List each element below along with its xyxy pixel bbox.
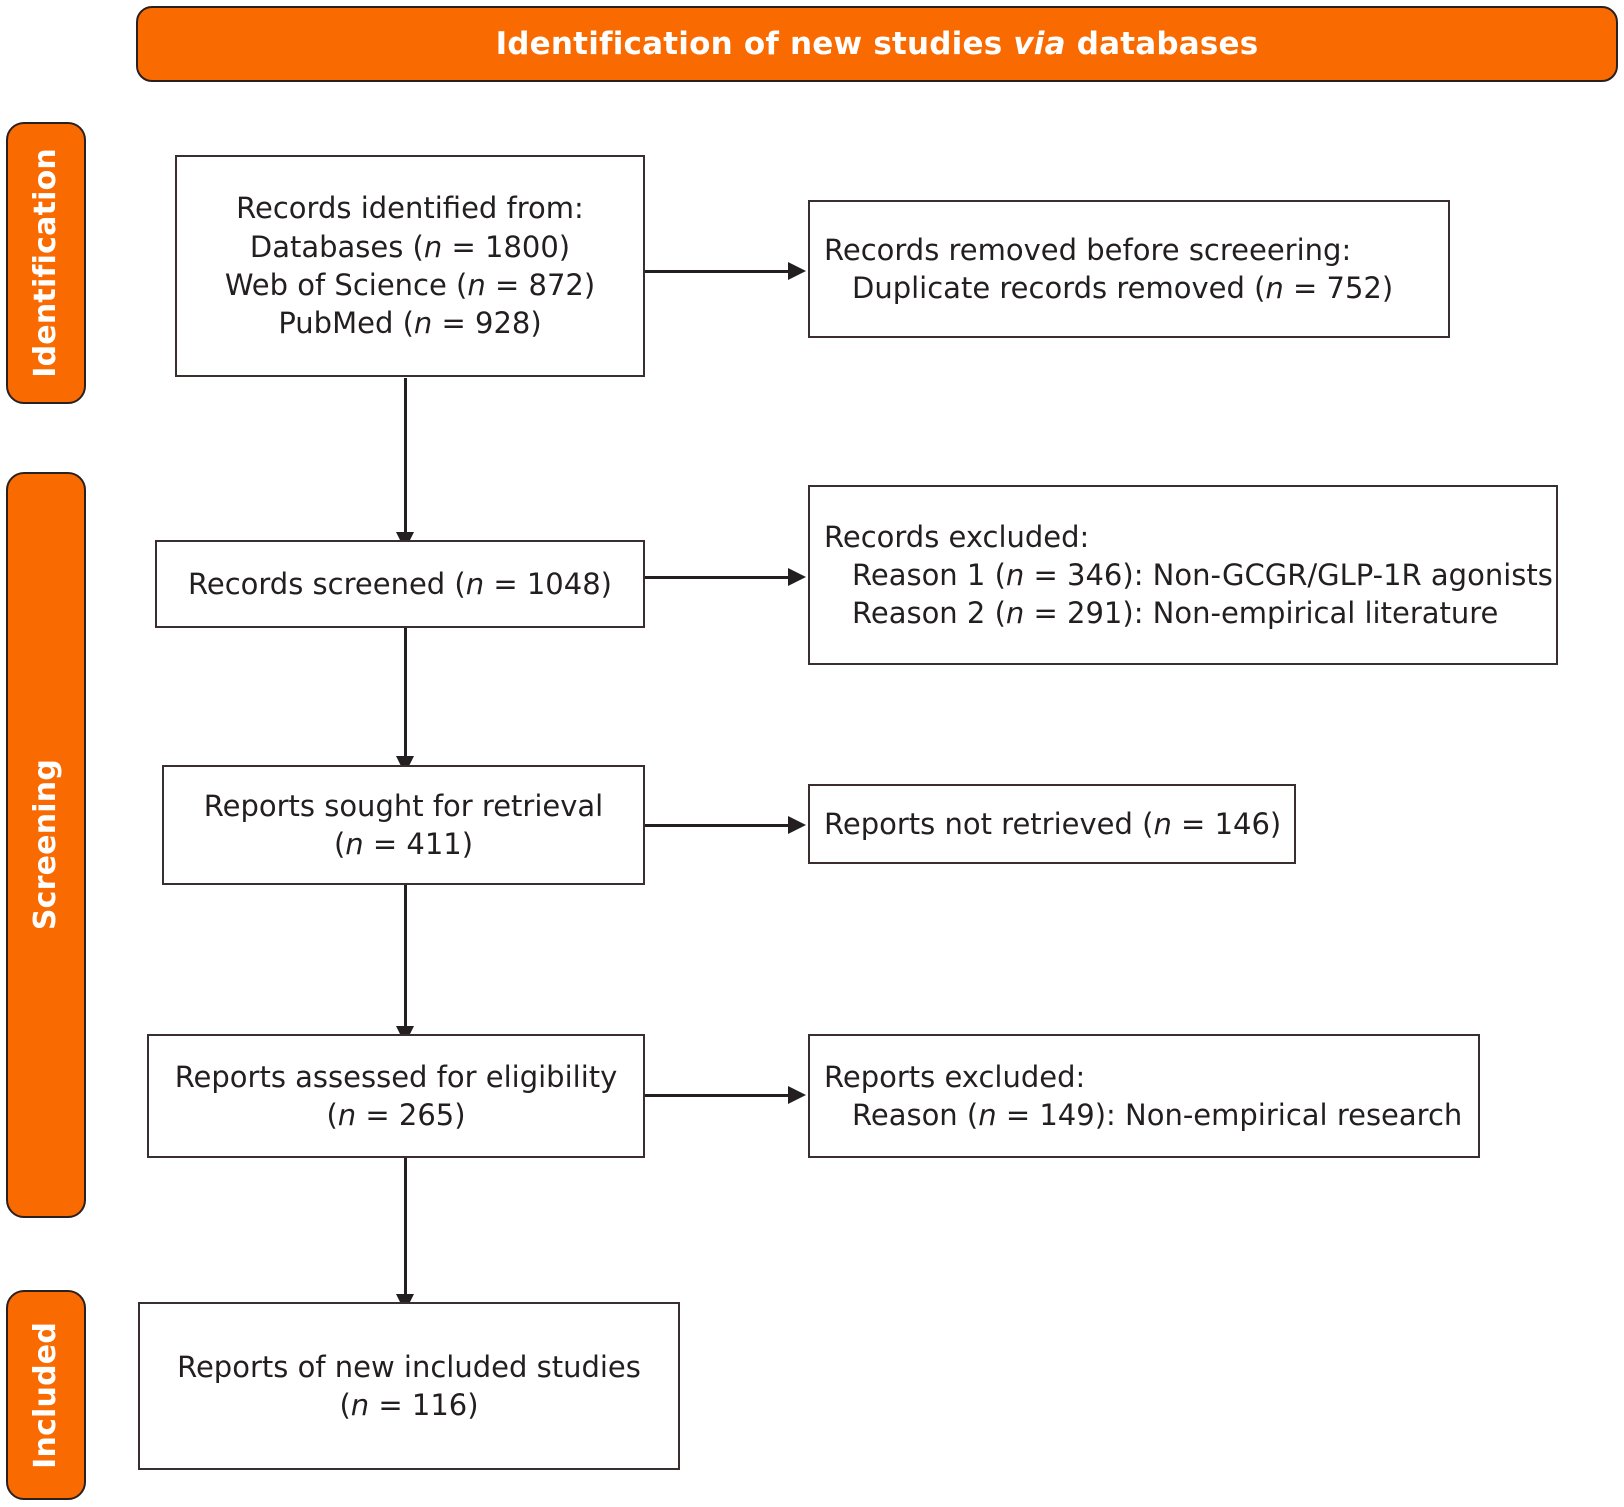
box-records-excluded-line-3: Reason 2 (n = 291): Non-empirical litera… [852, 596, 1499, 631]
connector-screened-to-sought-line [404, 628, 407, 760]
connector-assessed-to-included-line [404, 1158, 407, 1298]
header-text-after: databases [1065, 26, 1259, 62]
box-records-identified-line-4: PubMed (n = 928) [278, 306, 542, 341]
box-reports-excluded-line-1: Reports excluded: [824, 1059, 1086, 1094]
header-banner-label: Identification of new studies via databa… [496, 26, 1259, 62]
connector-sought-to-not-retrieved-arrow [788, 816, 806, 834]
connector-identified-to-removed-line [645, 270, 790, 273]
sidebar-stage-identification: Identification [6, 122, 86, 404]
box-records-identified-line-1: Records identified from: [236, 191, 584, 226]
box-records-removed-line-2: Duplicate records removed (n = 752) [852, 271, 1394, 305]
box-records-excluded-line-1: Records excluded: [824, 519, 1090, 554]
connector-identified-to-screened-line [404, 378, 407, 536]
box-reports-sought-line-1: Reports sought for retrieval [203, 788, 604, 823]
box-records-excluded-line-2: Reason 1 (n = 346): Non-GCGR/GLP-1R agon… [852, 557, 1553, 592]
box-reports-included-line-2: (n = 116) [339, 1388, 479, 1422]
connector-screened-to-excluded-line [645, 576, 790, 579]
box-records-excluded: Records excluded: Reason 1 (n = 346): No… [808, 485, 1558, 665]
connector-assessed-to-reports-excluded-arrow [788, 1086, 806, 1104]
connector-assessed-to-reports-excluded-line [645, 1094, 790, 1097]
sidebar-stage-included: Included [6, 1290, 86, 1500]
box-records-screened: Records screened (n = 1048) [155, 540, 645, 628]
header-text-italic: via [1013, 26, 1066, 62]
sidebar-stage-screening: Screening [6, 472, 86, 1218]
box-reports-included: Reports of new included studies (n = 116… [138, 1302, 680, 1470]
box-reports-assessed: Reports assessed for eligibility (n = 26… [147, 1034, 645, 1158]
box-records-screened-line-1: Records screened (n = 1048) [188, 566, 612, 601]
box-records-identified-line-2: Databases (n = 1800) [249, 229, 571, 264]
box-reports-sought-line-2: (n = 411) [333, 827, 474, 861]
header-banner-identification-via-databases: Identification of new studies via databa… [136, 6, 1618, 82]
connector-sought-to-assessed-line [404, 884, 407, 1030]
box-reports-included-line-1: Reports of new included studies [177, 1349, 641, 1384]
box-records-identified-line-3: Web of Science (n = 872) [224, 268, 596, 302]
box-reports-not-retrieved: Reports not retrieved (n = 146) [808, 784, 1296, 864]
header-text-before: Identification of new studies [495, 26, 1014, 62]
box-records-removed: Records removed before screeering: Dupli… [808, 200, 1450, 338]
connector-screened-to-excluded-arrow [788, 568, 806, 586]
sidebar-stage-identification-label: Identification [28, 148, 63, 378]
box-reports-excluded: Reports excluded: Reason (n = 149): Non-… [808, 1034, 1480, 1158]
box-reports-assessed-line-1: Reports assessed for eligibility [174, 1059, 618, 1094]
box-reports-assessed-line-2: (n = 265) [326, 1098, 466, 1132]
sidebar-stage-included-label: Included [28, 1321, 63, 1469]
box-records-identified: Records identified from: Databases (n = … [175, 155, 645, 377]
box-reports-excluded-line-2: Reason (n = 149): Non-empirical research [852, 1098, 1463, 1132]
connector-identified-to-removed-arrow [788, 262, 806, 280]
box-reports-not-retrieved-line-1: Reports not retrieved (n = 146) [824, 806, 1282, 841]
sidebar-stage-screening-label: Screening [28, 759, 63, 931]
connector-sought-to-not-retrieved-line [645, 824, 790, 827]
box-reports-sought: Reports sought for retrieval (n = 411) [162, 765, 645, 885]
box-records-removed-line-1: Records removed before screeering: [824, 232, 1352, 267]
